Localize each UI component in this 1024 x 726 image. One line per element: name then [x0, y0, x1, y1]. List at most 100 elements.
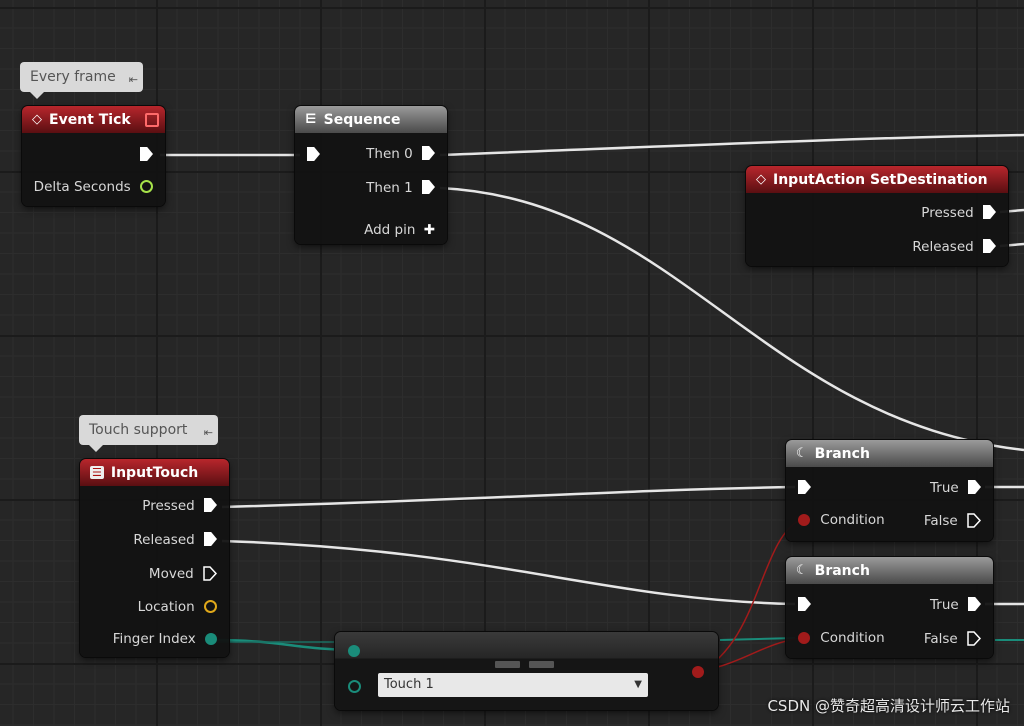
bool-output-pin[interactable]	[692, 666, 704, 678]
add-pin-button[interactable]: Add pin ✚	[364, 222, 435, 238]
node-header[interactable]: ☾ Branch	[786, 557, 993, 584]
diamond-icon: ◇	[756, 172, 766, 187]
exec-pin-icon	[983, 239, 996, 253]
plus-icon: ✚	[423, 222, 435, 238]
false-pin[interactable]: False	[923, 513, 982, 529]
moved-pin[interactable]: Moved	[148, 566, 218, 582]
vector-pin-icon	[204, 600, 217, 613]
node-title: Branch	[814, 445, 870, 462]
exec-output-pin[interactable]	[140, 147, 153, 163]
branch-icon: ☾	[796, 446, 808, 461]
stop-icon	[145, 113, 159, 127]
node-title: InputTouch	[110, 464, 199, 481]
pin-icon[interactable]: ⇤	[128, 73, 138, 86]
touch-index-select[interactable]: Touch 1 ▼	[378, 673, 648, 697]
node-title: InputAction SetDestination	[773, 171, 988, 188]
finger-index-pin[interactable]: Finger Index	[113, 631, 217, 647]
comment-touch-support[interactable]: Touch support ⇤	[79, 415, 218, 452]
exec-pin-hollow-icon	[967, 513, 982, 528]
touch-icon: ☰	[90, 466, 104, 479]
pin-label: Released	[912, 239, 974, 255]
pin-label: True	[930, 480, 959, 496]
node-title: Branch	[814, 562, 870, 579]
condition-pin[interactable]: Condition	[798, 630, 885, 646]
branch-node-1[interactable]: ☾ Branch Condition True False	[786, 440, 993, 541]
sequence-node[interactable]: ⋿ Sequence Then 0 Then 1 Add pin ✚	[295, 106, 447, 244]
exec-pin-icon	[983, 205, 996, 219]
float-pin-icon	[140, 180, 153, 193]
branch-icon: ☾	[796, 563, 808, 578]
comment-text: Every frame	[30, 69, 116, 85]
pin-label: Add pin	[364, 222, 416, 238]
pin-label: Finger Index	[112, 631, 196, 647]
pin-label: True	[930, 597, 959, 613]
byte-pin-icon	[205, 633, 217, 645]
inputtouch-node[interactable]: ☰ InputTouch Pressed Released Moved Loca…	[80, 459, 229, 657]
exec-input-pin[interactable]	[798, 597, 811, 613]
byte-input-pin-2[interactable]	[348, 680, 361, 693]
exec-pin-hollow-icon	[203, 566, 218, 581]
exec-wire-pressed-branch1	[221, 485, 796, 509]
exec-pin-hollow-icon	[967, 631, 982, 646]
node-header[interactable]: ☾ Branch	[786, 440, 993, 467]
pressed-pin[interactable]: Pressed	[921, 205, 996, 221]
sequence-icon: ⋿	[305, 112, 317, 127]
condition-pin[interactable]: Condition	[798, 512, 885, 528]
pin-label: Released	[133, 532, 195, 548]
then1-pin[interactable]: Then 1	[366, 180, 435, 196]
inputaction-setdestination-node[interactable]: ◇ InputAction SetDestination Pressed Rel…	[746, 166, 1008, 266]
byte-input-pin[interactable]	[348, 645, 360, 657]
node-header[interactable]: ◇ InputAction SetDestination	[746, 166, 1008, 193]
pin-label: False	[923, 631, 958, 647]
delta-seconds-pin[interactable]: Delta Seconds	[34, 179, 153, 195]
node-title: Event Tick	[49, 111, 131, 128]
pin-label: Pressed	[921, 205, 974, 221]
exec-wire-released-branch2	[221, 539, 796, 606]
exec-wire-then1	[439, 186, 1024, 452]
pin-label: Condition	[820, 512, 885, 528]
exec-input-pin[interactable]	[307, 147, 320, 163]
exec-pin-icon	[968, 597, 981, 611]
pin-label: Location	[137, 599, 195, 615]
exec-pin-icon	[204, 498, 217, 512]
diamond-icon: ◇	[32, 112, 42, 127]
node-header[interactable]: ☰ InputTouch	[80, 459, 229, 486]
exec-pin-icon	[204, 532, 217, 546]
true-pin[interactable]: True	[930, 480, 981, 496]
exec-pin-icon	[968, 480, 981, 494]
false-pin[interactable]: False	[923, 631, 982, 647]
pin-label: Moved	[148, 566, 194, 582]
exec-pin-icon	[422, 146, 435, 160]
pin-label: Delta Seconds	[33, 179, 131, 195]
byte-wire-right	[719, 637, 796, 641]
grip-icon	[495, 661, 520, 668]
comment-text: Touch support	[89, 422, 188, 438]
exec-wire-then0	[439, 133, 1024, 157]
pin-icon[interactable]: ⇤	[203, 426, 213, 439]
node-header[interactable]: ⋿ Sequence	[295, 106, 447, 133]
released-pin[interactable]: Released	[912, 239, 996, 255]
pin-label: Pressed	[142, 498, 195, 514]
released-pin[interactable]: Released	[133, 532, 217, 548]
pin-label: Condition	[820, 630, 885, 646]
then0-pin[interactable]: Then 0	[366, 146, 435, 162]
comment-every-frame[interactable]: Every frame ⇤	[20, 62, 143, 99]
select-value: Touch 1	[384, 677, 434, 692]
bool-pin-icon	[798, 514, 810, 526]
exec-pin-icon	[422, 180, 435, 194]
location-pin[interactable]: Location	[138, 599, 217, 615]
pin-label: False	[923, 513, 958, 529]
branch-node-2[interactable]: ☾ Branch Condition True False	[786, 557, 993, 658]
event-tick-node[interactable]: ◇ Event Tick Delta Seconds	[22, 106, 165, 206]
node-header[interactable]: ◇ Event Tick	[22, 106, 165, 133]
chevron-down-icon: ▼	[634, 679, 642, 690]
node-title: Sequence	[323, 111, 401, 128]
true-pin[interactable]: True	[930, 597, 981, 613]
exec-input-pin[interactable]	[798, 480, 811, 496]
pin-label: Then 0	[366, 146, 413, 162]
bool-pin-icon	[798, 632, 810, 644]
pressed-pin[interactable]: Pressed	[142, 498, 217, 514]
compare-node[interactable]: Touch 1 ▼	[335, 632, 718, 710]
pin-label: Then 1	[366, 180, 413, 196]
watermark: CSDN @赞奇超高清设计师云工作站	[767, 697, 1010, 715]
